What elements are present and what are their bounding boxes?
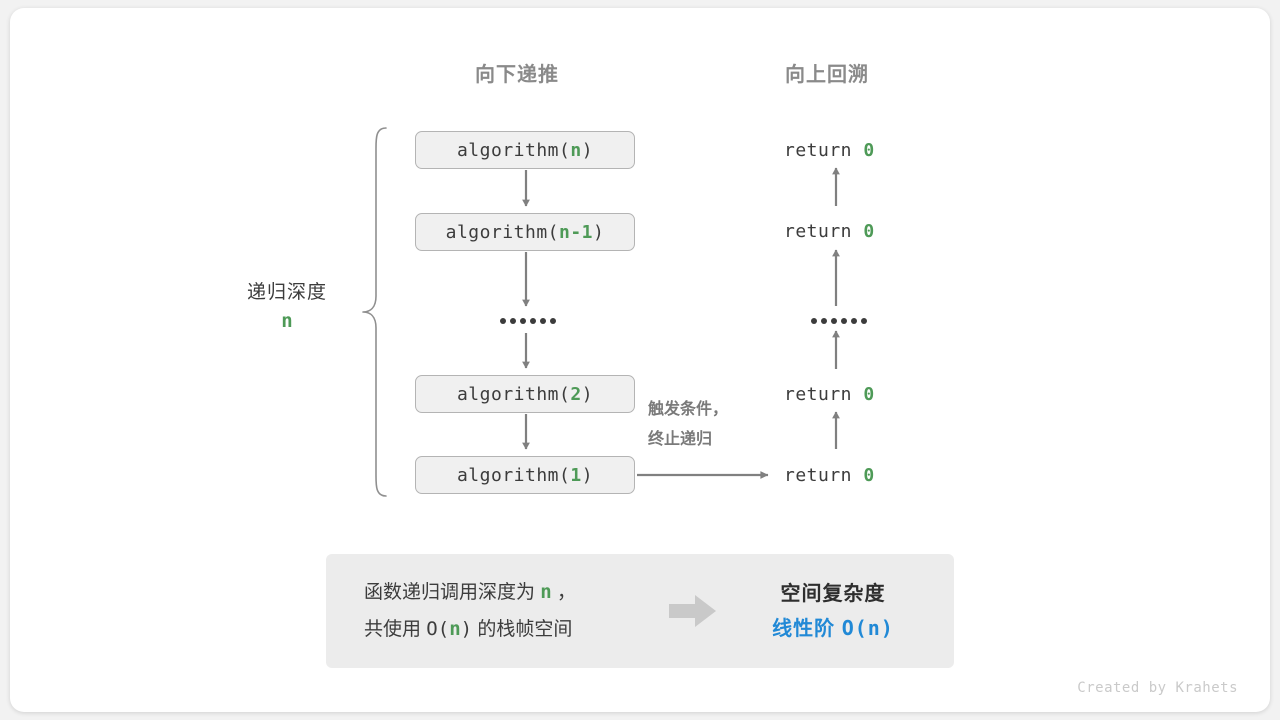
call-prefix: algorithm( bbox=[456, 383, 571, 405]
return-value: 0 bbox=[863, 221, 875, 242]
summary-line2-suffix: 的栈帧空间 bbox=[477, 619, 573, 640]
recursion-depth-brace bbox=[362, 127, 387, 497]
dot-icon bbox=[510, 318, 516, 324]
summary-line1-text: 函数递归调用深度为 bbox=[364, 582, 536, 603]
ellipsis-dots-upward bbox=[811, 318, 867, 324]
dot-icon bbox=[851, 318, 857, 324]
dot-icon bbox=[530, 318, 536, 324]
summary-line-2: 共使用 O(n) 的栈帧空间 bbox=[364, 611, 656, 648]
base-case-note-line1: 触发条件， bbox=[648, 401, 729, 418]
dot-icon bbox=[821, 318, 827, 324]
recursion-depth-label: 递归深度 n bbox=[222, 280, 352, 336]
call-argument: 1 bbox=[570, 464, 582, 486]
call-suffix: ) bbox=[581, 383, 594, 405]
summary-description: 函数递归调用深度为 n ， 共使用 O(n) 的栈帧空间 bbox=[326, 574, 656, 648]
call-argument: n bbox=[570, 139, 582, 161]
summary-line2-bigo-close: ) bbox=[460, 618, 473, 640]
call-box-2: algorithm(2) bbox=[415, 375, 635, 413]
dot-icon bbox=[811, 318, 817, 324]
call-suffix: ) bbox=[581, 139, 594, 161]
return-value: 0 bbox=[863, 465, 875, 486]
summary-arrow-wrap bbox=[656, 594, 730, 628]
summary-line2-variable: n bbox=[449, 618, 461, 640]
return-label-2: return 0 bbox=[784, 221, 875, 242]
base-case-note: 触发条件， 终止递归 bbox=[648, 395, 728, 455]
dot-icon bbox=[831, 318, 837, 324]
space-complexity-title: 空间复杂度 bbox=[780, 582, 886, 605]
call-prefix: algorithm( bbox=[456, 139, 571, 161]
summary-panel: 函数递归调用深度为 n ， 共使用 O(n) 的栈帧空间 空间复杂度 线性阶 O… bbox=[326, 554, 954, 668]
complexity-order-label: 线性阶 bbox=[772, 617, 836, 640]
call-prefix: algorithm( bbox=[445, 221, 559, 243]
summary-line2-prefix: 共使用 bbox=[364, 619, 422, 640]
space-complexity-value: 线性阶 O(n) bbox=[730, 611, 936, 646]
call-prefix: algorithm( bbox=[456, 464, 571, 486]
recursion-depth-title: 递归深度 bbox=[246, 282, 327, 303]
return-value: 0 bbox=[863, 140, 875, 161]
right-block-arrow-icon bbox=[669, 595, 716, 627]
return-keyword: return bbox=[784, 140, 853, 161]
summary-line1-variable: n bbox=[540, 581, 552, 603]
return-keyword: return bbox=[784, 465, 853, 486]
call-argument: n-1 bbox=[559, 221, 594, 243]
column-header-downward: 向下递推 bbox=[475, 64, 559, 86]
summary-line-1: 函数递归调用深度为 n ， bbox=[364, 574, 656, 611]
dot-icon bbox=[841, 318, 847, 324]
dot-icon bbox=[550, 318, 556, 324]
return-value: 0 bbox=[863, 384, 875, 405]
call-box-n-minus-1: algorithm(n-1) bbox=[415, 213, 635, 251]
recursion-depth-variable: n bbox=[281, 310, 293, 332]
return-keyword: return bbox=[784, 221, 853, 242]
dot-icon bbox=[520, 318, 526, 324]
credit-footer: Created by Krahets bbox=[1077, 680, 1238, 696]
complexity-expression: O(n) bbox=[841, 615, 894, 640]
call-suffix: ) bbox=[593, 221, 605, 243]
column-header-upward: 向上回溯 bbox=[785, 64, 869, 86]
return-label-1: return 0 bbox=[784, 140, 875, 161]
dot-icon bbox=[540, 318, 546, 324]
return-label-4: return 0 bbox=[784, 465, 875, 486]
summary-line2-bigo-open: O( bbox=[426, 618, 450, 640]
return-label-3: return 0 bbox=[784, 384, 875, 405]
return-keyword: return bbox=[784, 384, 853, 405]
call-box-1: algorithm(1) bbox=[415, 456, 635, 494]
ellipsis-dots-downward bbox=[500, 318, 556, 324]
call-argument: 2 bbox=[570, 383, 582, 405]
call-box-n: algorithm(n) bbox=[415, 131, 635, 169]
summary-conclusion: 空间复杂度 线性阶 O(n) bbox=[730, 577, 954, 646]
call-suffix: ) bbox=[581, 464, 594, 486]
dot-icon bbox=[500, 318, 506, 324]
dot-icon bbox=[861, 318, 867, 324]
base-case-note-line2: 终止递归 bbox=[648, 431, 713, 448]
summary-line1-comma: ， bbox=[557, 582, 577, 603]
